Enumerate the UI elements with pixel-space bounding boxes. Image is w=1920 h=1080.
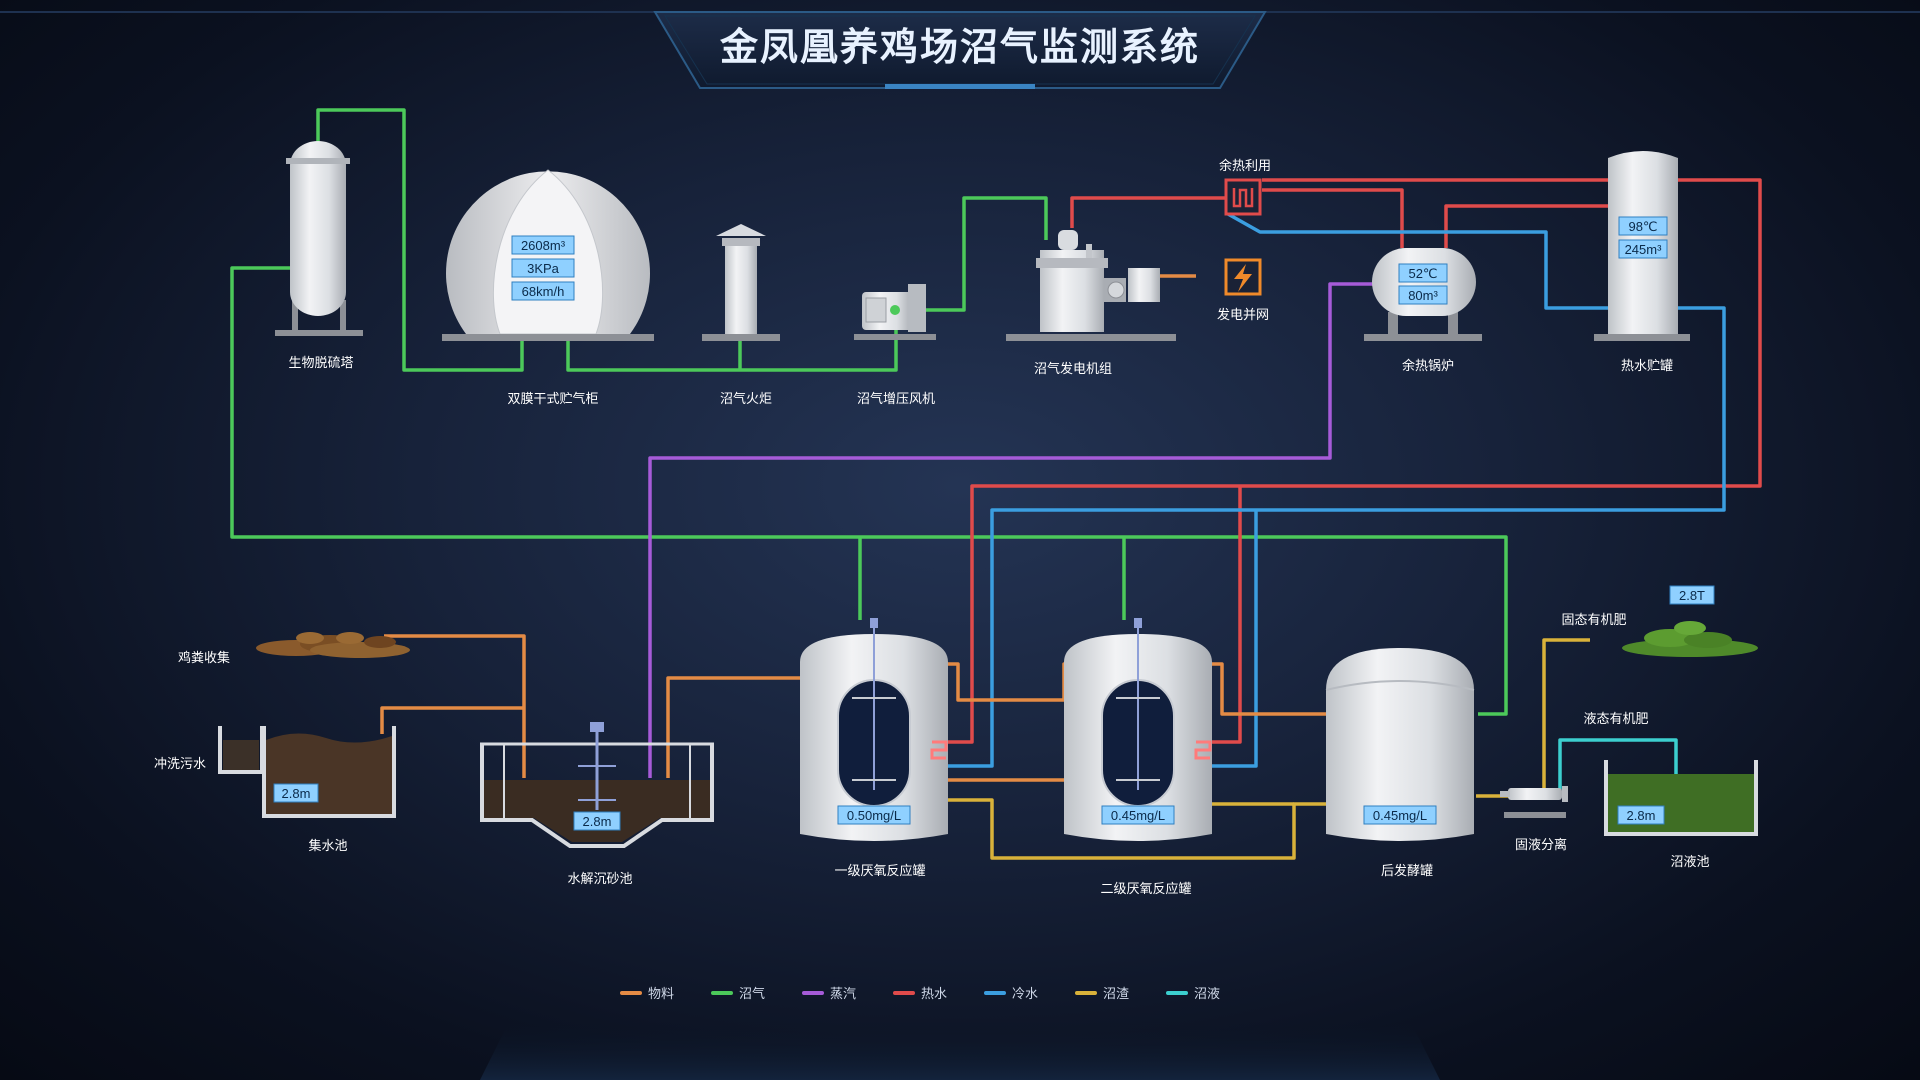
manure-pile: 鸡粪收集 [178, 632, 410, 665]
hot-water-tank: 98℃ 245m³ 热水贮罐 [1594, 151, 1690, 373]
footer-decoration [480, 1020, 1440, 1080]
hot-tank-label: 热水贮罐 [1621, 358, 1673, 373]
heat-exchanger-icon [1224, 178, 1262, 216]
gas-holder-pressure: 3KPa [527, 261, 560, 276]
pipe-material-r1-r2 [948, 662, 1076, 702]
grid-connection: 发电并网 [1217, 258, 1269, 322]
legend-label: 蒸汽 [830, 986, 856, 1001]
separator: 固液分离 [1500, 786, 1568, 852]
generator-label: 沼气发电机组 [1034, 361, 1112, 376]
legend-item: 蒸汽 [802, 986, 856, 1001]
legend-label: 热水 [921, 986, 947, 1001]
collect-pool-label: 集水池 [308, 838, 347, 853]
slurry-pool-label: 沼液池 [1670, 854, 1709, 869]
wash-water: 冲洗污水 [154, 726, 264, 774]
gas-holder-flow: 68km/h [522, 284, 565, 299]
legend-item: 冷水 [984, 986, 1038, 1001]
hydrolysis-pool: 2.8m 水解沉砂池 [480, 722, 714, 886]
pipe-hot-reactor2 [1208, 486, 1242, 744]
solid-fertilizer: 固态有机肥 2.8T [1561, 585, 1758, 657]
pipe-material-manure [384, 634, 526, 778]
flare-label: 沼气火炬 [720, 391, 772, 406]
pipe-cold-reactor2 [1208, 510, 1258, 768]
post-tank: 0.45mg/L 后发酵罐 [1325, 648, 1475, 878]
blower-label: 沼气增压风机 [857, 391, 935, 406]
reactor-1: 0.50mg/L 一级厌氧反应罐 [800, 618, 948, 878]
post-tank-label: 后发酵罐 [1381, 863, 1433, 878]
pipe-hot-heat-boiler [1262, 188, 1404, 248]
gas-holder-volume: 2608m³ [521, 238, 566, 253]
waste-heat: 余热利用 [1219, 158, 1271, 216]
collect-pool-level: 2.8m [282, 786, 311, 801]
pipe-hot-gen-heat [1070, 196, 1228, 228]
pipes [230, 108, 1762, 860]
waste-heat-label: 余热利用 [1219, 158, 1271, 173]
gas-holder-label: 双膜干式贮气柜 [507, 391, 598, 406]
hydrolysis-label: 水解沉砂池 [567, 871, 632, 886]
legend-label: 沼气 [739, 986, 765, 1001]
pipe-biogas-holder-blower [566, 312, 898, 372]
legend-item: 沼渣 [1075, 986, 1129, 1001]
pipe-biogas-desulf-holder [316, 108, 524, 372]
post-tank-value: 0.45mg/L [1373, 808, 1427, 823]
blower: 沼气增压风机 [854, 284, 936, 406]
boiler: 52℃ 80m³ 余热锅炉 [1364, 248, 1482, 373]
wash-water-label: 冲洗污水 [154, 756, 206, 771]
pipe-residue-r1-post [948, 798, 1326, 860]
page-title: 金凤凰养鸡场沼气监测系统 [719, 26, 1200, 69]
grid-label: 发电并网 [1217, 307, 1269, 322]
pipe-material-collect [380, 706, 524, 734]
pipe-residue-sep-solid [1542, 638, 1590, 790]
solid-fert-value: 2.8T [1679, 588, 1705, 603]
gas-holder: 2608m³ 3KPa 68km/h 双膜干式贮气柜 [442, 169, 654, 406]
flare: 沼气火炬 [702, 224, 780, 406]
hydrolysis-level: 2.8m [583, 814, 612, 829]
reactor1-label: 一级厌氧反应罐 [834, 863, 925, 878]
reactor1-value: 0.50mg/L [847, 808, 901, 823]
collect-pool: 2.8m 集水池 [262, 726, 396, 853]
pipe-biogas-blower-generator [926, 196, 1048, 312]
pipe-biogas-main [230, 266, 1508, 716]
legend-item: 热水 [893, 986, 947, 1001]
slurry-pool: 液态有机肥 2.8m 沼液池 [1583, 711, 1758, 869]
hot-tank-volume: 245m³ [1625, 242, 1663, 257]
hot-tank-temp: 98℃ [1628, 219, 1657, 234]
header: 金凤凰养鸡场沼气监测系统 [0, 11, 1920, 89]
boiler-volume: 80m³ [1408, 288, 1438, 303]
manure-label: 鸡粪收集 [178, 650, 230, 665]
reactor-2: 0.45mg/L 二级厌氧反应罐 [1064, 618, 1212, 896]
legend: 物料 沼气 蒸汽 热水 冷水 沼渣 沼液 [620, 986, 1220, 1001]
pipe-slurry-sep-pool [1558, 738, 1678, 790]
legend-item: 物料 [620, 986, 674, 1001]
legend-label: 物料 [648, 986, 674, 1001]
pipe-material-hydro-r1 [666, 676, 800, 778]
pipe-steam [648, 282, 1374, 778]
legend-label: 冷水 [1012, 986, 1038, 1001]
desulfurizer-label: 生物脱硫塔 [288, 355, 353, 370]
legend-item: 沼气 [711, 986, 765, 1001]
legend-label: 沼渣 [1103, 986, 1129, 1001]
pipe-cold-main [942, 212, 1726, 768]
solid-fert-label: 固态有机肥 [1561, 612, 1626, 627]
pipe-material-r2-post [1212, 662, 1326, 716]
pipe-hot-boiler-tank [1444, 204, 1610, 248]
boiler-temp: 52℃ [1408, 266, 1437, 281]
reactor2-label: 二级厌氧反应罐 [1100, 881, 1191, 896]
generator: 沼气发电机组 [1006, 230, 1176, 376]
legend-label: 沼液 [1194, 986, 1220, 1001]
liquid-fert-label: 液态有机肥 [1583, 711, 1648, 726]
reactor2-value: 0.45mg/L [1111, 808, 1165, 823]
slurry-pool-level: 2.8m [1627, 808, 1656, 823]
desulfurizer: 生物脱硫塔 [275, 141, 363, 370]
separator-label: 固液分离 [1515, 837, 1567, 852]
boiler-label: 余热锅炉 [1402, 358, 1454, 373]
legend-item: 沼液 [1166, 986, 1220, 1001]
